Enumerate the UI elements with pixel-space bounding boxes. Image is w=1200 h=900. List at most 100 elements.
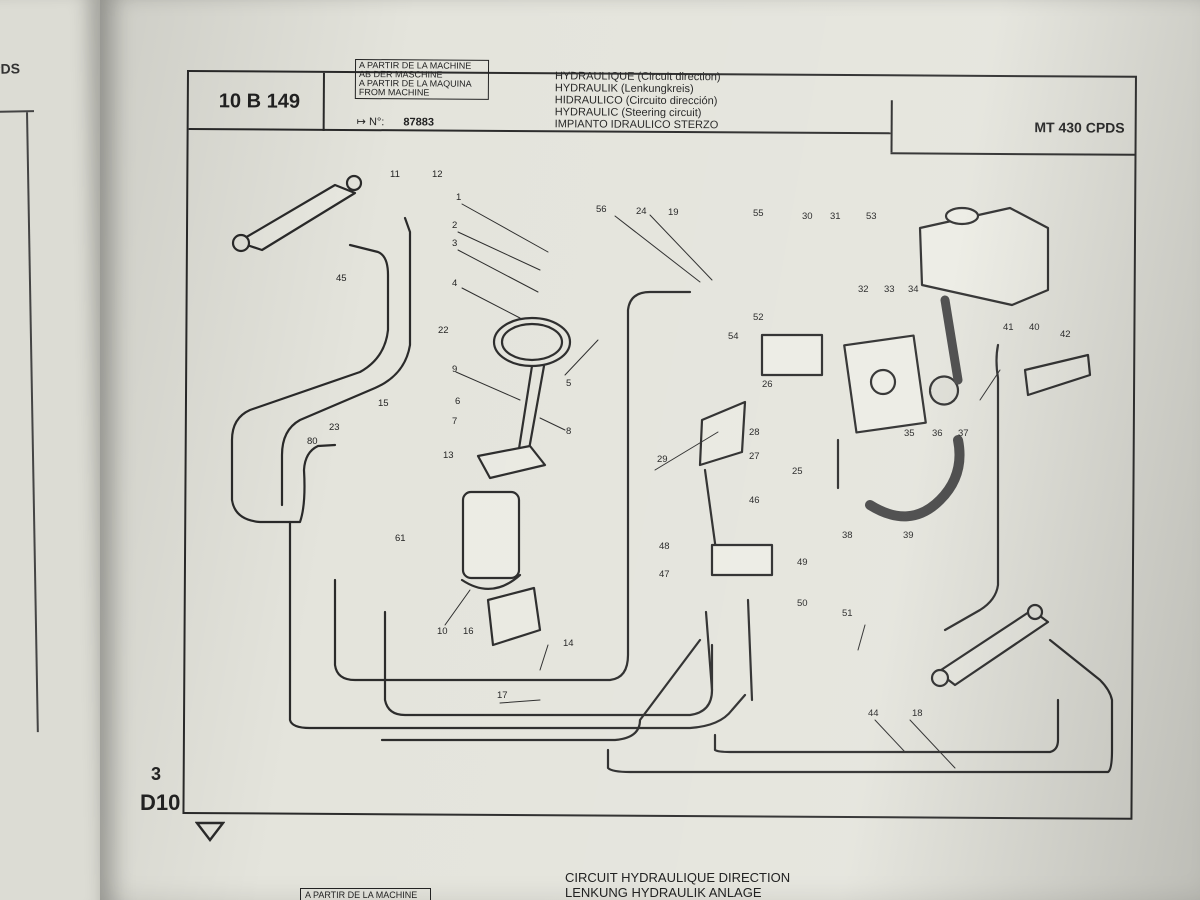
callout-6: 6 bbox=[455, 396, 460, 407]
callout-1: 1 bbox=[456, 192, 461, 203]
right-cylinder-eye bbox=[930, 668, 950, 688]
callout-28: 28 bbox=[749, 427, 760, 438]
callout-2: 2 bbox=[452, 220, 457, 231]
callout-35: 35 bbox=[904, 428, 915, 439]
callout-44: 44 bbox=[868, 708, 879, 719]
orbitrol-bottom bbox=[460, 573, 522, 590]
hydraulic-tank bbox=[918, 206, 1050, 307]
callout-50: 50 bbox=[797, 598, 808, 609]
callout-32: 32 bbox=[858, 284, 869, 295]
left-cylinder-rod-eye bbox=[345, 174, 363, 192]
orbitrol-valve bbox=[461, 490, 521, 580]
callout-12: 12 bbox=[432, 169, 443, 180]
gasket-29 bbox=[698, 400, 747, 467]
hose-44 bbox=[713, 698, 1060, 754]
left-cylinder-body bbox=[236, 183, 357, 252]
leader-lines bbox=[444, 203, 1001, 769]
pump-flange-34 bbox=[843, 334, 927, 434]
valve-fittings bbox=[704, 598, 754, 702]
callout-52: 52 bbox=[753, 312, 764, 323]
callout-38: 38 bbox=[842, 530, 853, 541]
hose-17 bbox=[383, 610, 714, 717]
callout-18: 18 bbox=[912, 708, 923, 719]
valve-gasket-16 bbox=[486, 586, 542, 647]
hose-loop-mid bbox=[380, 638, 702, 742]
footer-caption-de: LENKUNG HYDRAULIK ANLAGE bbox=[565, 885, 762, 900]
callout-29: 29 bbox=[657, 454, 668, 465]
callout-4: 4 bbox=[452, 278, 457, 289]
callout-39: 39 bbox=[903, 530, 914, 541]
steering-column-shaft-2 bbox=[526, 364, 546, 457]
callout-13: 13 bbox=[443, 450, 454, 461]
section-code: D10 bbox=[140, 790, 181, 815]
callout-55: 55 bbox=[753, 208, 764, 219]
callout-36: 36 bbox=[932, 428, 943, 439]
suction-hose-39 bbox=[865, 435, 965, 522]
callout-51: 51 bbox=[842, 608, 853, 619]
callout-22: 22 bbox=[438, 325, 449, 336]
callout-40: 40 bbox=[1029, 322, 1040, 333]
pipe-45 bbox=[230, 243, 390, 524]
callout-48: 48 bbox=[659, 541, 670, 552]
callout-37: 37 bbox=[958, 428, 969, 439]
callout-14: 14 bbox=[563, 638, 574, 649]
callout-8: 8 bbox=[566, 426, 571, 437]
callout-45: 45 bbox=[336, 273, 347, 284]
steering-wheel bbox=[492, 316, 572, 368]
callout-23: 23 bbox=[329, 422, 340, 433]
callout-27: 27 bbox=[749, 451, 760, 462]
callout-15: 15 bbox=[378, 398, 389, 409]
callout-33: 33 bbox=[884, 284, 895, 295]
hose-loop-outer bbox=[288, 520, 747, 730]
callout-26: 26 bbox=[762, 379, 773, 390]
right-cylinder-rod-eye bbox=[1026, 603, 1044, 621]
callout-3: 3 bbox=[452, 238, 457, 249]
hose-14 bbox=[333, 290, 692, 682]
callout-5: 5 bbox=[566, 378, 571, 389]
callout-19: 19 bbox=[668, 207, 679, 218]
callout-61: 61 bbox=[395, 533, 406, 544]
callout-24: 24 bbox=[636, 206, 647, 217]
catalog-page bbox=[100, 0, 1200, 900]
callout-10: 10 bbox=[437, 626, 448, 637]
pipe-22 bbox=[280, 216, 412, 507]
column-flange bbox=[476, 444, 547, 480]
footer-caption-fr: CIRCUIT HYDRAULIQUE DIRECTION bbox=[565, 870, 791, 885]
control-valve bbox=[710, 543, 774, 577]
callout-31: 31 bbox=[830, 211, 841, 222]
hose-51 bbox=[943, 343, 1000, 632]
pump-flange-bore bbox=[869, 368, 897, 396]
hose-18 bbox=[606, 638, 1114, 774]
solenoid-block-42 bbox=[1023, 353, 1092, 397]
page-number: 3 bbox=[151, 764, 162, 784]
callout-11: 11 bbox=[390, 169, 400, 180]
callout-30: 30 bbox=[802, 211, 813, 222]
callout-34: 34 bbox=[908, 284, 919, 295]
callout-49: 49 bbox=[797, 557, 808, 568]
callout-7: 7 bbox=[452, 416, 457, 427]
right-cylinder-body bbox=[936, 608, 1050, 687]
callout-17: 17 bbox=[497, 690, 508, 701]
callout-46: 46 bbox=[749, 495, 760, 506]
steering-column-shaft bbox=[516, 364, 534, 457]
callout-53: 53 bbox=[866, 211, 877, 222]
callout-80: 80 bbox=[307, 436, 318, 447]
callout-47: 47 bbox=[659, 569, 670, 580]
priority-valve-54 bbox=[760, 333, 824, 377]
callout-9: 9 bbox=[452, 364, 457, 375]
callout-41: 41 bbox=[1003, 322, 1014, 333]
callout-54: 54 bbox=[728, 331, 739, 342]
left-cylinder-eye bbox=[231, 233, 251, 253]
callout-42: 42 bbox=[1060, 329, 1071, 340]
steering-wheel-inner bbox=[500, 322, 564, 362]
footer-from-machine-box: A PARTIR DE LA MACHINE bbox=[300, 888, 431, 900]
tank-filler-cap bbox=[944, 206, 980, 226]
callout-25: 25 bbox=[792, 466, 803, 477]
callout-16: 16 bbox=[463, 626, 474, 637]
suction-hose-38 bbox=[940, 295, 963, 385]
pump-gear-35 bbox=[928, 375, 960, 406]
callout-56: 56 bbox=[596, 204, 607, 215]
down-arrow-icon bbox=[195, 821, 225, 842]
